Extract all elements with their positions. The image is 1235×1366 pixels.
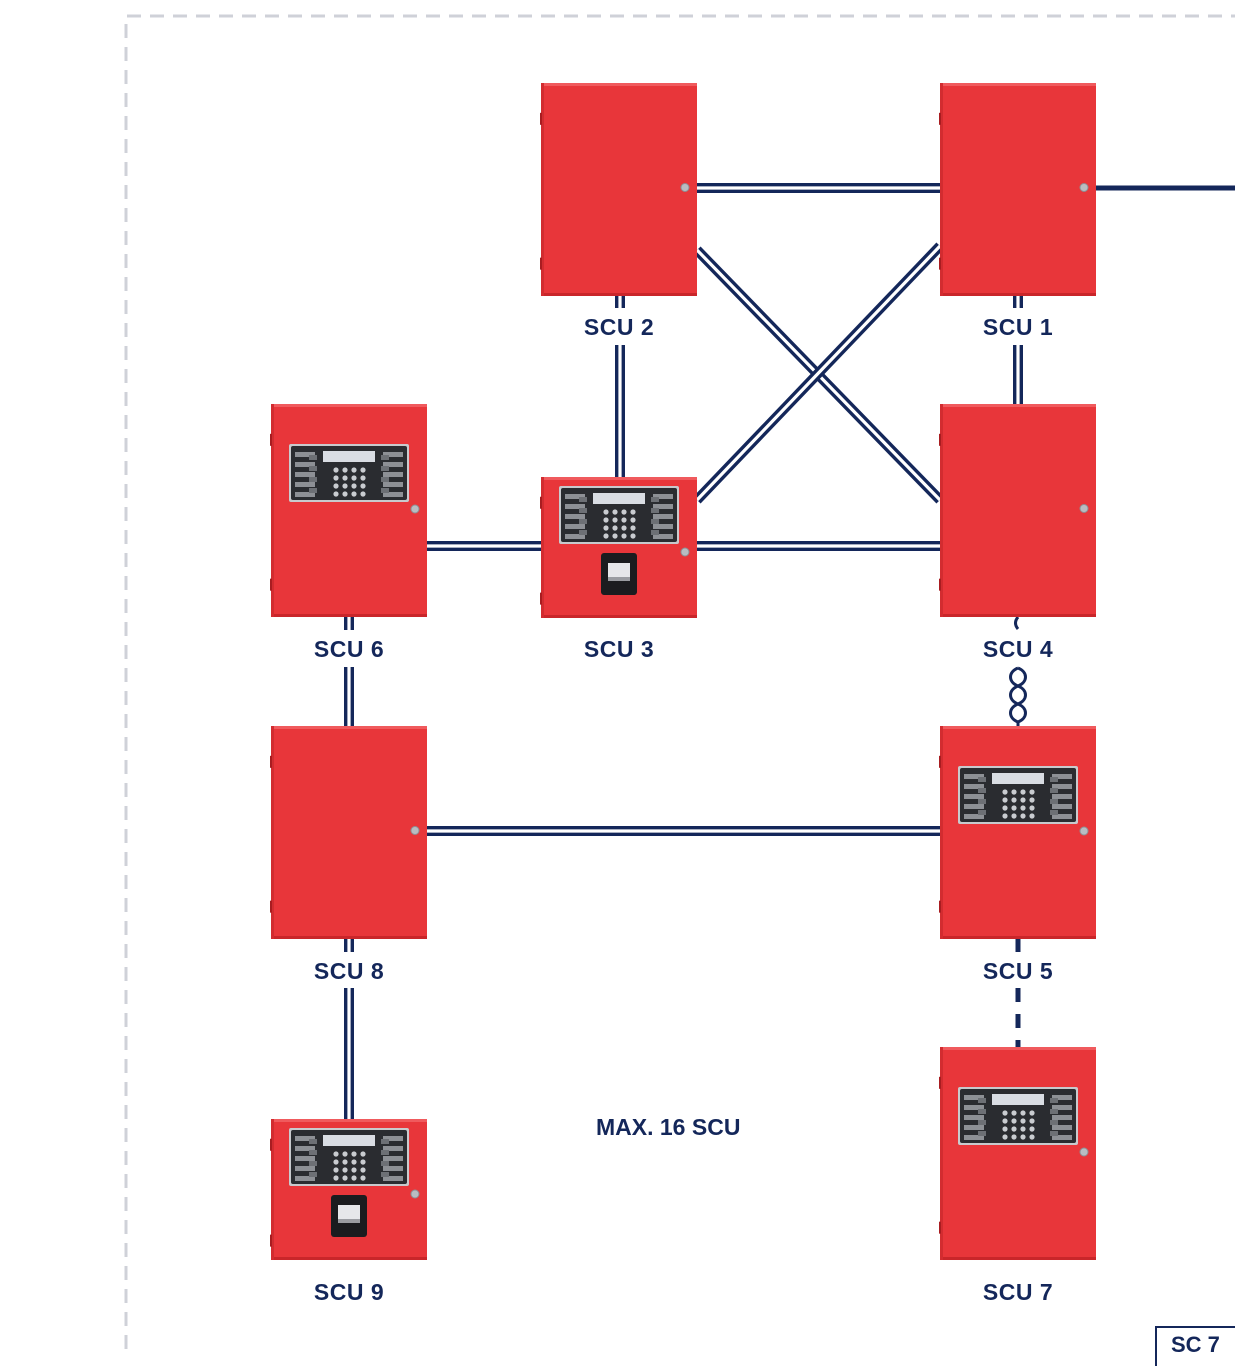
cabinet-scu8: [270, 726, 427, 939]
cabinet-scu9: [270, 1119, 427, 1260]
label-scu9: SCU 9: [313, 1279, 385, 1305]
control-panel: [291, 1130, 407, 1184]
control-panel: [960, 768, 1076, 822]
cabinet-scu1: [939, 83, 1096, 296]
label-scu1: SCU 1: [982, 314, 1054, 340]
lock-icon: [1079, 826, 1089, 836]
lock-icon: [410, 1189, 420, 1199]
corner-tag: SC 7: [1155, 1326, 1235, 1366]
control-panel: [960, 1089, 1076, 1143]
cabinet-scu6: [270, 404, 427, 617]
lock-icon: [1079, 504, 1089, 513]
max-units-caption: MAX. 16 SCU: [596, 1114, 741, 1140]
label-scu7: SCU 7: [982, 1279, 1054, 1305]
lock-icon: [410, 504, 420, 514]
label-scu8: SCU 8: [313, 958, 385, 984]
label-scu5: SCU 5: [982, 958, 1054, 984]
label-scu3: SCU 3: [583, 636, 655, 662]
label-scu2: SCU 2: [583, 314, 655, 340]
control-panel: [561, 488, 677, 542]
lock-icon: [1079, 183, 1089, 192]
lock-icon: [680, 547, 690, 557]
lock-icon: [1079, 1147, 1089, 1157]
lock-icon: [410, 826, 420, 835]
cabinet-scu3: [540, 477, 697, 618]
label-scu4: SCU 4: [982, 636, 1054, 662]
cabinet-scu2: [540, 83, 697, 296]
cable-scu4-scu5: [1009, 616, 1027, 726]
cabinet-scu7: [939, 1047, 1096, 1260]
system-boundary-border: [124, 14, 1235, 1349]
cabinet-scu5: [939, 726, 1096, 939]
cabinet-scu4: [939, 404, 1096, 617]
lock-icon: [680, 183, 690, 192]
control-panel: [291, 446, 407, 500]
label-scu6: SCU 6: [313, 636, 385, 662]
cable-scu3-scu1: [693, 242, 944, 504]
